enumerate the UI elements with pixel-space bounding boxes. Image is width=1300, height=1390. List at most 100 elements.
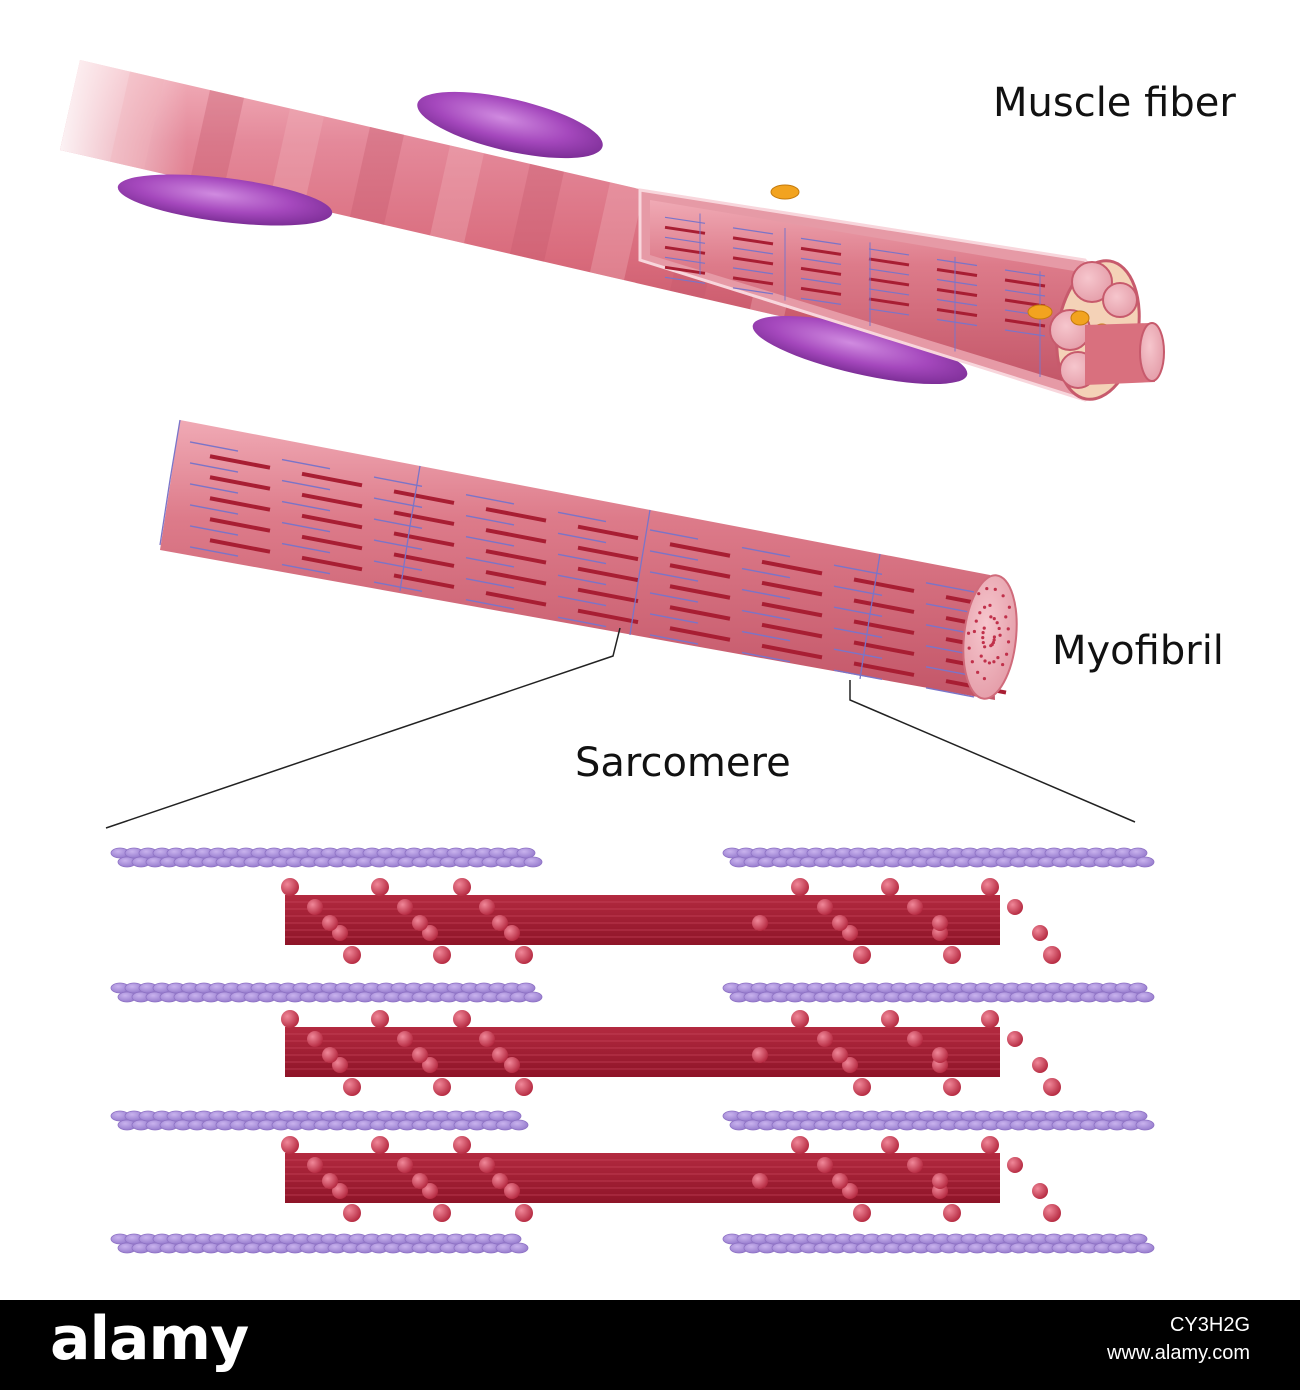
myosin-head [412, 915, 428, 931]
myosin-head [791, 1010, 809, 1028]
thin-filament-line [649, 529, 699, 540]
myosin-head [281, 1136, 299, 1154]
myosin-head [422, 1057, 438, 1073]
actin-monomer [523, 856, 543, 868]
myofibril-end-dots [966, 586, 1011, 681]
filament-line [1004, 289, 1046, 297]
thick-filament-line [853, 661, 915, 677]
sarcomere [110, 847, 1155, 1254]
filament-line [732, 247, 774, 255]
thick-filament-line [669, 626, 731, 642]
actin-monomer [1135, 991, 1155, 1003]
myosin-head [433, 1078, 451, 1096]
myosin-head [943, 946, 961, 964]
thin-filament-line [741, 567, 791, 579]
thick-filament [281, 878, 1061, 964]
muscle-structure-diagram: Muscle fiber Myofibril Sarcomere [60, 60, 1236, 1254]
thick-filament-line [853, 640, 915, 656]
filament-dot [992, 635, 997, 639]
myosin-head [1007, 1157, 1023, 1173]
thick-filament-line [669, 542, 731, 558]
myosin-head [981, 1136, 999, 1154]
myosin-head [881, 1010, 899, 1028]
thin-filament-line [189, 504, 239, 515]
thin-filament-line [189, 483, 239, 494]
thick-filament-line [577, 566, 639, 583]
myosin-head [422, 1183, 438, 1199]
filament-line [664, 245, 706, 255]
filament-dot [985, 586, 989, 591]
filament-dot [1004, 652, 1009, 656]
myosin-head [332, 1183, 348, 1199]
filament-dot [997, 626, 1001, 631]
filament-dot [989, 644, 993, 648]
watermark-footer: alamy CY3H2G www.alamy.com [0, 1300, 1300, 1390]
myosin-head [307, 899, 323, 915]
thin-filament-line [281, 542, 331, 554]
thin-filament-right [722, 1110, 1155, 1131]
myosin-head [397, 899, 413, 915]
muscle-fiber [60, 60, 1165, 402]
thin-filament-line [189, 546, 239, 557]
myosin-head [492, 1047, 508, 1063]
thick-filament-line [485, 528, 547, 544]
image-id: CY3H2G [1169, 1314, 1250, 1336]
filament-line [664, 256, 706, 264]
z-line [629, 509, 651, 636]
myosin-head [453, 1010, 471, 1028]
myosin-head [907, 1031, 923, 1047]
actin-monomer [1135, 1119, 1155, 1131]
myosin-head [1043, 1078, 1061, 1096]
myosin-head [932, 915, 948, 931]
actin-monomer [509, 1119, 529, 1131]
filament-dot [983, 645, 987, 649]
myosin-bundle [285, 1027, 1000, 1077]
filament-dot [987, 661, 992, 665]
filament-dot [989, 615, 993, 619]
striation-band [430, 145, 484, 244]
thin-filament-line [557, 616, 607, 628]
filament-dot [982, 626, 986, 630]
myofibril [159, 419, 1018, 700]
striation-band [190, 90, 244, 188]
actin-monomer [502, 1233, 522, 1245]
myosin-head [307, 1157, 323, 1173]
thick-filament [281, 1010, 1061, 1096]
thin-filament-line [741, 630, 791, 642]
myosin-head [791, 878, 809, 896]
thin-filament-right [722, 982, 1155, 1003]
thick-filament-line [485, 570, 547, 586]
filament-dot [982, 677, 987, 681]
filament-dot [1004, 615, 1008, 619]
thick-filament-line [301, 471, 363, 488]
thin-filament-line [373, 518, 423, 529]
myosin-head [281, 878, 299, 896]
filament-line [664, 236, 706, 244]
filament-line [936, 298, 978, 307]
striation-band [270, 108, 324, 207]
fiber-cutaway [638, 184, 1165, 402]
myosin-head [907, 1157, 923, 1173]
thick-filament-line [853, 619, 915, 635]
myosin-head [752, 1173, 768, 1189]
thin-filament-line [373, 476, 423, 487]
thin-filament-left [110, 1110, 529, 1131]
filament-dot [972, 629, 977, 634]
myosin-head [343, 1204, 361, 1222]
filament-dot [992, 638, 996, 642]
filament-dot [996, 655, 1000, 660]
myosin-head [853, 1204, 871, 1222]
myosin-head [397, 1157, 413, 1173]
thin-filament-line [833, 606, 883, 618]
actin-monomer [1128, 1110, 1148, 1122]
filament-dot [995, 621, 999, 625]
filament-dot [977, 592, 981, 596]
myosin-head [433, 1204, 451, 1222]
thin-filament-line [649, 571, 699, 582]
myofibril-bundle [650, 200, 1080, 385]
myosin-head [981, 1010, 999, 1028]
thick-filament-line [577, 608, 639, 625]
filament-dot [976, 670, 980, 674]
thick-filament-line [301, 534, 363, 551]
myosin-head [791, 1136, 809, 1154]
